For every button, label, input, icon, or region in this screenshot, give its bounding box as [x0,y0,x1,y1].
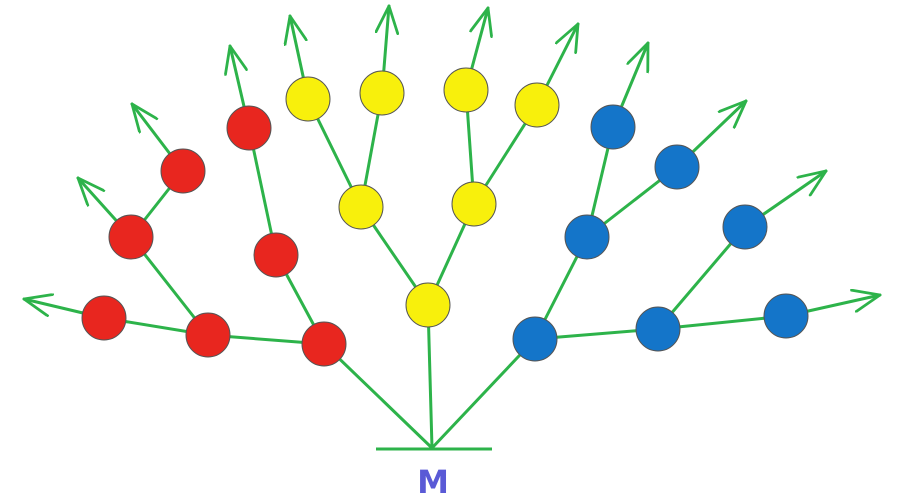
red-node-r5 [108,214,154,260]
red-node-r7 [226,105,272,151]
yellow-node-y4 [285,76,331,122]
blue-node-b3 [635,306,681,352]
red-node-r1 [301,321,347,367]
yellow-node-y5 [359,70,405,116]
yellow-node-y1 [405,282,451,328]
growth-arrows [22,4,882,320]
red-node-r3 [253,232,299,278]
branch-lines [102,88,788,451]
blue-node-b7 [763,293,809,339]
yellow-node-y2 [338,184,384,230]
edge-base-y1 [426,303,434,450]
edge-base-r1 [322,342,434,450]
root-label: M [417,463,449,501]
blue-node-b5 [654,144,700,190]
tree-nodes [81,67,809,367]
blue-node-b6 [722,204,768,250]
red-node-r4 [81,295,127,341]
blue-node-b1 [512,316,558,362]
red-node-r2 [185,312,231,358]
yellow-node-y7 [514,82,560,128]
yellow-node-y6 [443,67,489,113]
edge-base-b1 [430,337,537,450]
blue-node-b4 [590,104,636,150]
blue-node-b2 [564,214,610,260]
yellow-node-y3 [451,181,497,227]
red-node-r6 [160,148,206,194]
